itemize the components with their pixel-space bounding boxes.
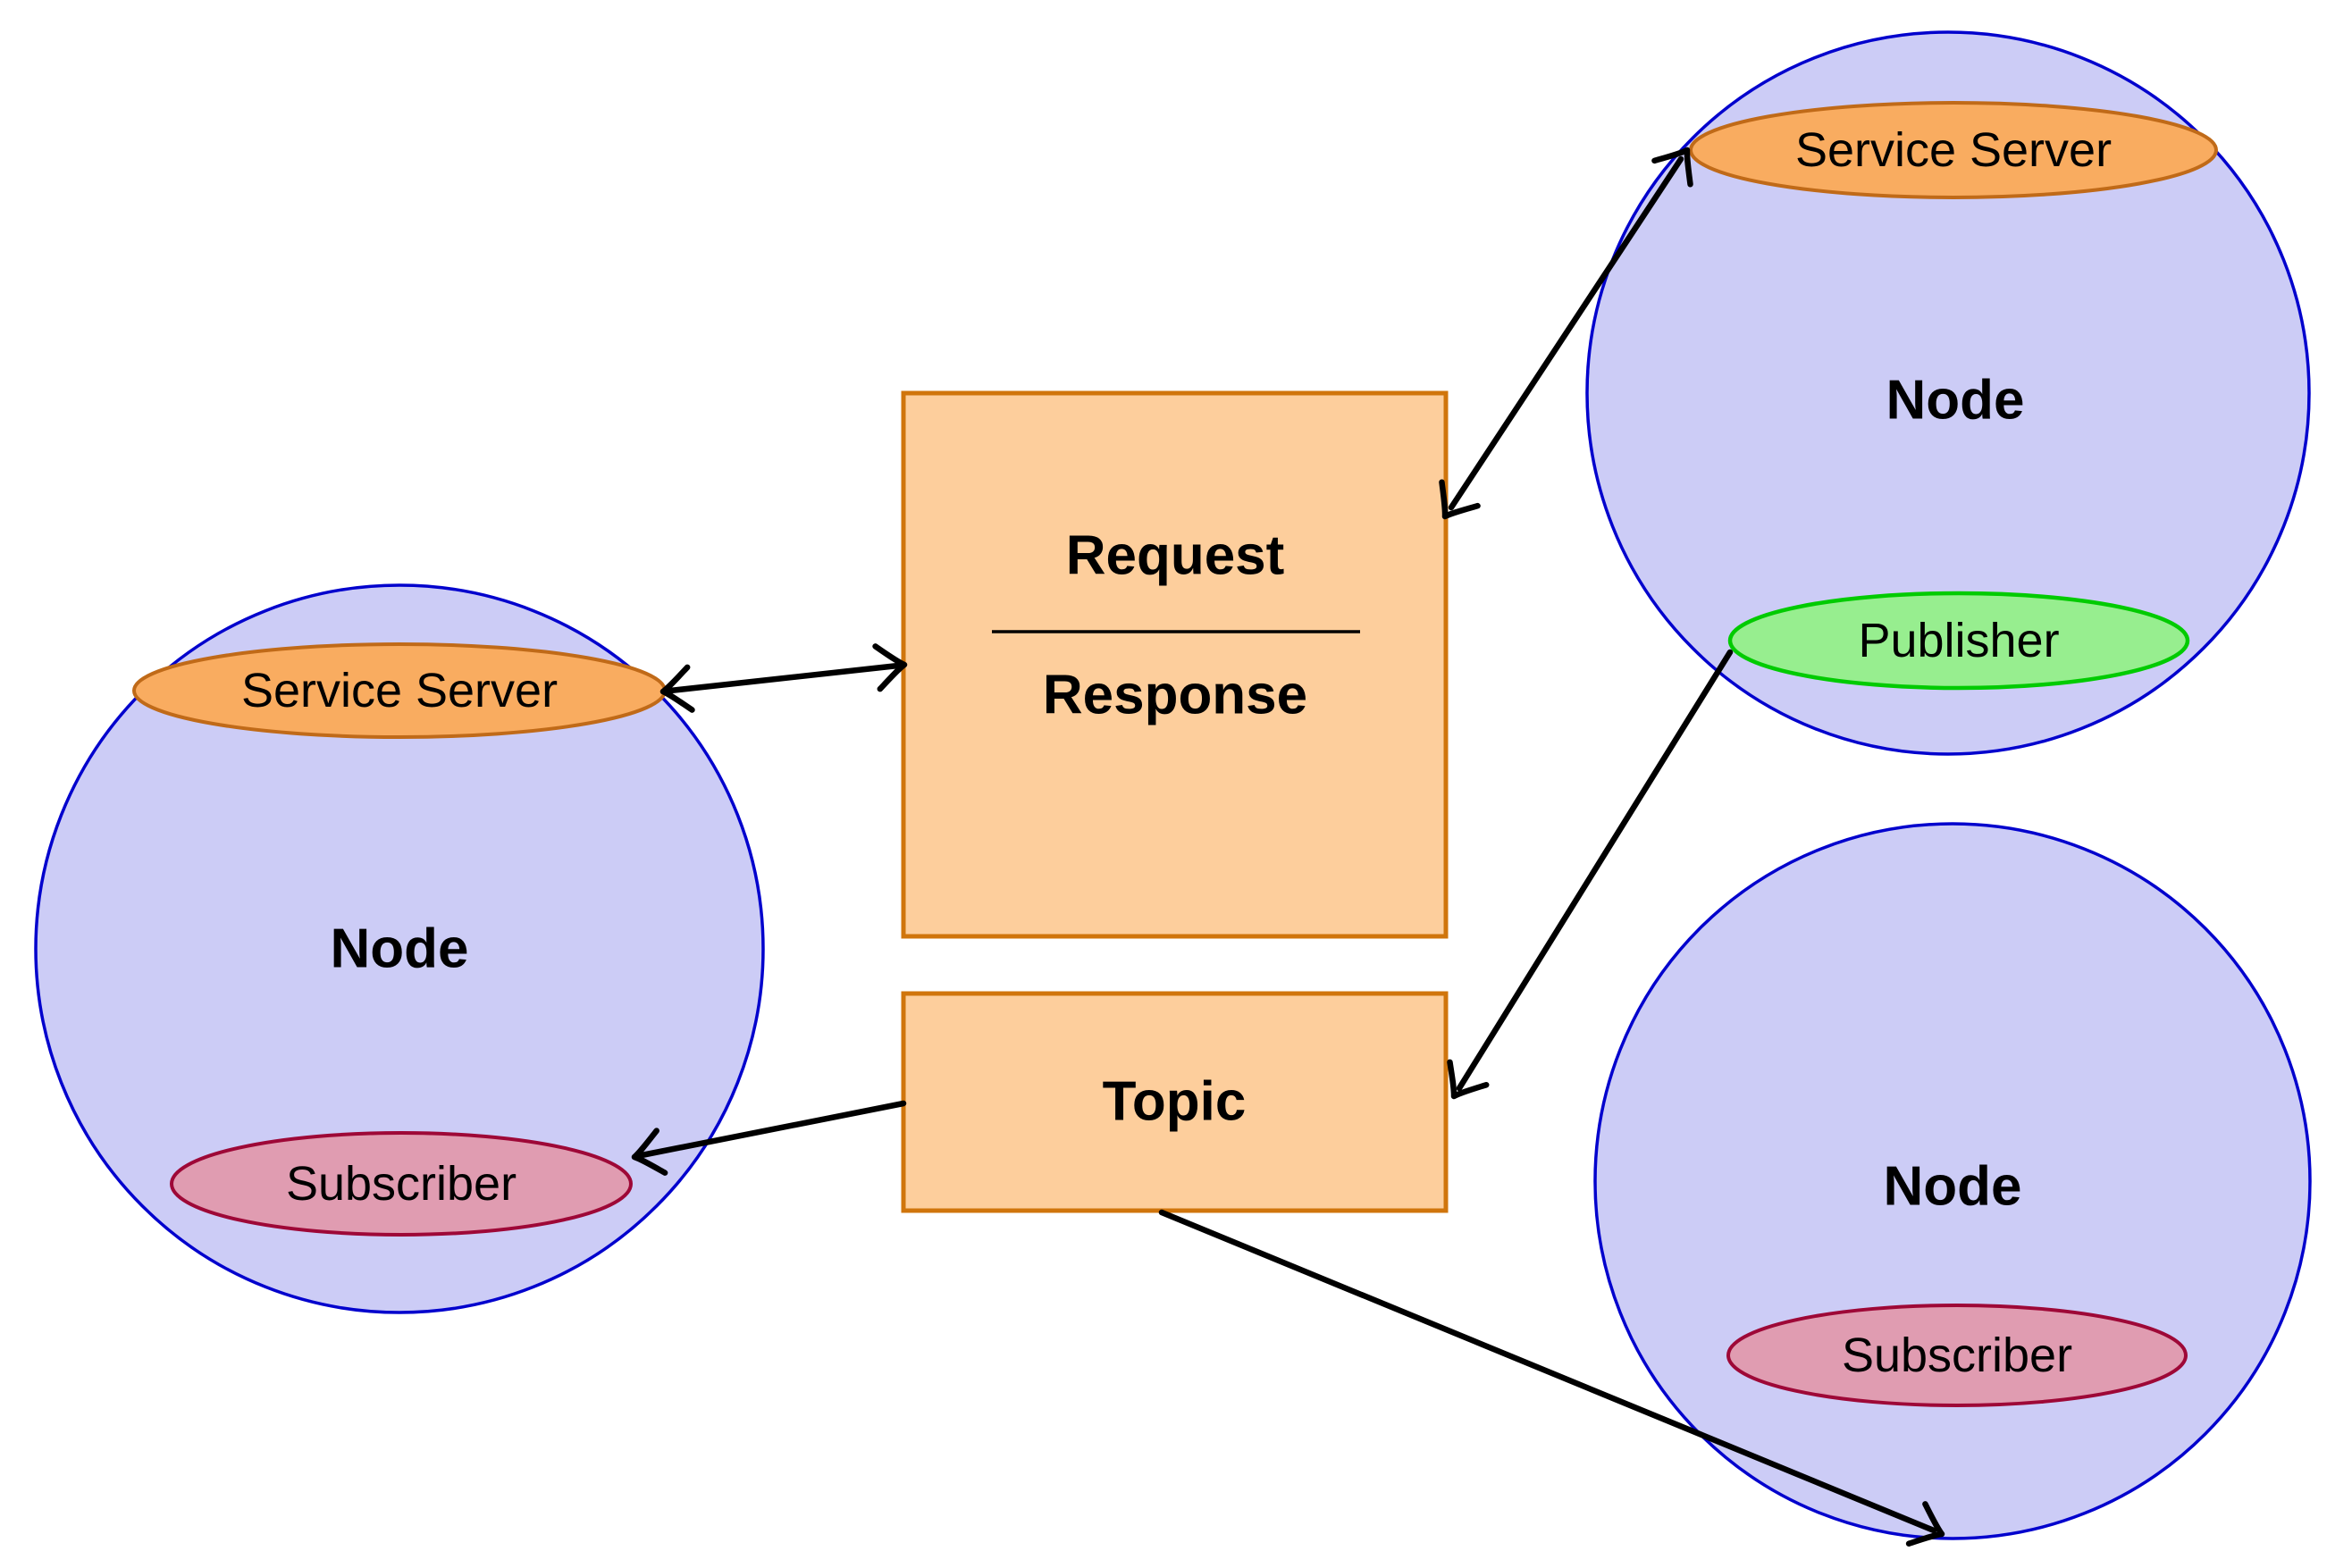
service-box: Request Response (901, 390, 1449, 939)
service-server-label: Service Server (1795, 123, 2112, 177)
publisher-label: Publisher (1858, 614, 2059, 667)
subscriber-ellipse (170, 1131, 633, 1237)
node-bottom-right: Node Subscriber (1593, 822, 2312, 1540)
node-label: Node (1886, 370, 2025, 432)
topic-box: Topic (901, 991, 1449, 1213)
arrow-publisher-to-topic (1447, 649, 1734, 1100)
arrowhead (872, 643, 908, 692)
arrowhead (1439, 479, 1481, 520)
arrow-topic-to-left-subscriber (631, 1100, 907, 1176)
node-top-right: Service Server Node Publisher (1585, 30, 2311, 756)
service-server-ellipse (1689, 101, 2218, 199)
topic-box-rect (901, 991, 1449, 1213)
response-label: Response (1043, 665, 1307, 726)
arrowhead (1651, 147, 1693, 188)
request-label: Request (1066, 525, 1285, 587)
arrowhead (1447, 1059, 1490, 1100)
service-box-rect (901, 390, 1449, 939)
arrow-service-box-to-right-service-server (1439, 147, 1693, 520)
publisher-ellipse (1727, 591, 2190, 691)
service-server-label: Service Server (241, 664, 558, 717)
subscriber-label: Subscriber (1842, 1329, 2072, 1382)
arrow-topic-to-bottom-right-node (1158, 1209, 1945, 1547)
topic-label: Topic (1103, 1071, 1247, 1133)
node-label: Node (1884, 1156, 2022, 1218)
arrowhead (631, 1128, 668, 1176)
subscriber-ellipse (1726, 1304, 2188, 1407)
arrow-left-service-server-to-service-box (659, 643, 908, 713)
arrowhead (1905, 1501, 1945, 1547)
node-left: Service Server Node Subscriber (34, 583, 765, 1314)
node-label: Node (331, 918, 469, 980)
arrowhead (659, 664, 695, 713)
subscriber-label: Subscriber (286, 1157, 517, 1211)
node-circle (34, 583, 765, 1314)
node-circle (1585, 30, 2311, 756)
